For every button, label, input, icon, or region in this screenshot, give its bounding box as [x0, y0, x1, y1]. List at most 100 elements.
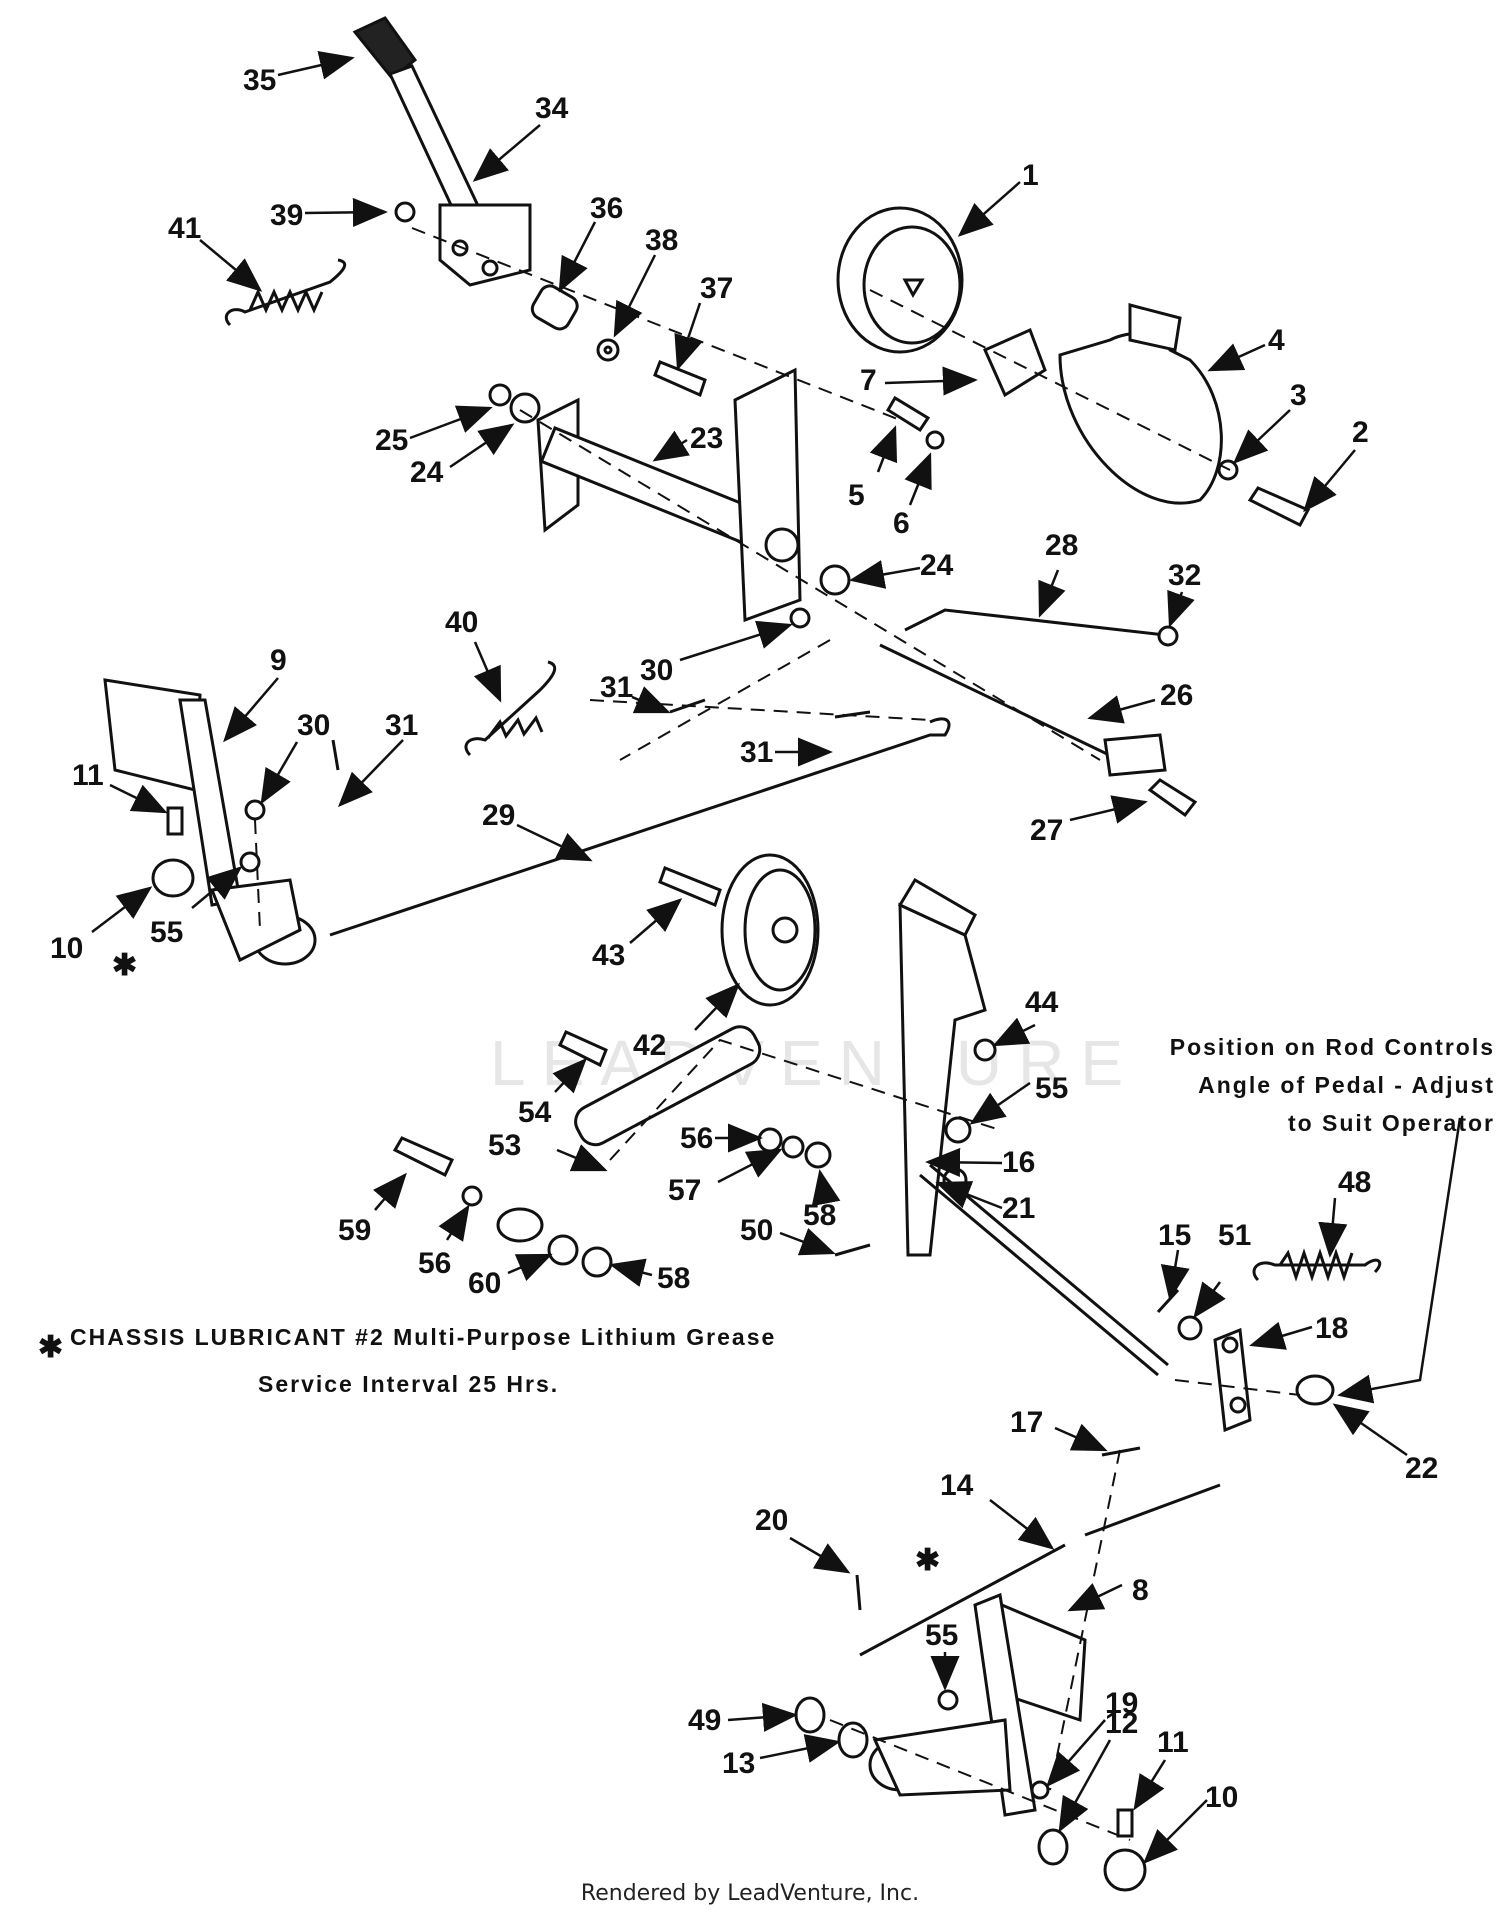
pin-17 [1101, 1446, 1141, 1457]
position-note-line3: to Suit Operator [1288, 1110, 1495, 1136]
brake-drum-1 [836, 206, 964, 354]
pin-15 [1156, 1288, 1180, 1314]
callout-1: 1 [1022, 159, 1039, 192]
shaft-26 [879, 643, 1167, 777]
bushing-12 [1037, 1828, 1069, 1866]
callout-58-right: 58 [803, 1199, 836, 1232]
callout-15: 15 [1158, 1219, 1191, 1252]
bolt-27 [1147, 778, 1198, 818]
washer-38 [596, 338, 620, 362]
callout-14: 14 [940, 1469, 974, 1502]
spring-41 [224, 258, 347, 327]
spring-48 [1252, 1248, 1382, 1282]
callout-20: 20 [755, 1504, 788, 1537]
callout-56-right: 56 [680, 1122, 713, 1155]
lubricant-note-line1: CHASSIS LUBRICANT #2 Multi-Purpose Lithi… [70, 1324, 776, 1350]
callout-9: 9 [270, 644, 287, 677]
callout-38: 38 [645, 224, 678, 257]
callout-31-left: 31 [385, 709, 418, 742]
callout-27: 27 [1030, 814, 1063, 847]
nut-39 [394, 201, 416, 223]
callout-24-lower: 24 [920, 549, 954, 582]
callout-17: 17 [1010, 1406, 1043, 1439]
bushing-60 [547, 1234, 579, 1266]
callout-56-left: 56 [418, 1247, 451, 1280]
spring-40 [464, 660, 557, 757]
callout-19: 19 [1105, 1687, 1138, 1720]
asterisk-left: ✱ [112, 949, 137, 982]
rod-29 [329, 717, 951, 937]
washer-13 [837, 1721, 869, 1759]
callout-28: 28 [1045, 529, 1078, 562]
callout-34: 34 [535, 92, 569, 125]
callout-54: 54 [518, 1096, 552, 1129]
lubricant-note-line2: Service Interval 25 Hrs. [258, 1371, 559, 1397]
callout-37: 37 [700, 272, 733, 305]
callout-11-bottom: 11 [1157, 1726, 1189, 1759]
callout-13: 13 [722, 1747, 755, 1780]
callout-2: 2 [1352, 416, 1369, 449]
callout-57: 57 [668, 1174, 701, 1207]
nut-58-left [581, 1246, 613, 1278]
callout-labels: 1 2 3 4 5 6 7 8 9 10 10 11 11 12 13 14 1… [50, 64, 1438, 1814]
callout-31-upper: 31 [600, 671, 633, 704]
setscrew-11-left [166, 806, 184, 836]
callout-7: 7 [860, 364, 877, 397]
lever-18 [1213, 1327, 1252, 1433]
brake-band-4 [1058, 303, 1223, 505]
bushing-49 [794, 1696, 826, 1734]
brake-lever-assembly [352, 16, 532, 287]
spacer-36 [530, 284, 579, 331]
washer-56-left [461, 1185, 483, 1207]
bolt-43 [658, 866, 722, 908]
callout-60: 60 [468, 1267, 501, 1300]
bushing-24-lower [819, 564, 851, 596]
callout-26: 26 [1160, 679, 1193, 712]
fitting-55-bottom [937, 1689, 959, 1711]
callout-11-left: 11 [72, 759, 104, 792]
bolt-37 [653, 360, 707, 398]
callout-6: 6 [893, 507, 910, 540]
asterisk-note: ✱ [38, 1331, 63, 1364]
callout-53: 53 [488, 1129, 521, 1162]
callout-25: 25 [375, 424, 408, 457]
callout-21: 21 [1002, 1192, 1035, 1225]
lockwasher-57 [781, 1135, 805, 1159]
callout-arrows [91, 50, 1462, 1865]
nut-32 [1157, 625, 1179, 647]
callout-41: 41 [168, 212, 201, 245]
callout-43: 43 [592, 939, 625, 972]
callout-55-middle: 55 [1035, 1072, 1068, 1105]
callout-31-middle: 31 [740, 736, 773, 769]
asterisk-bottom: ✱ [915, 1544, 940, 1577]
callout-4: 4 [1268, 324, 1285, 357]
callout-42: 42 [633, 1029, 666, 1062]
callout-23: 23 [690, 422, 723, 455]
callout-50: 50 [740, 1214, 773, 1247]
adjustment-rod-14 [859, 1483, 1221, 1657]
callout-39: 39 [270, 199, 303, 232]
callout-35: 35 [243, 64, 276, 97]
callout-3: 3 [1290, 379, 1307, 412]
rod-28 [904, 608, 1166, 637]
callout-36: 36 [590, 192, 623, 225]
callout-55-left: 55 [150, 916, 183, 949]
ferrule-22 [1295, 1374, 1335, 1406]
cotter-20 [855, 1574, 862, 1611]
callout-24-upper: 24 [410, 456, 444, 489]
callout-30-upper: 30 [640, 654, 673, 687]
pedal-9 [103, 678, 317, 966]
damper-53 [496, 1025, 762, 1243]
bushing-24-upper [509, 392, 541, 424]
bolt-2 [1247, 486, 1311, 527]
cross-shaft-23 [536, 367, 802, 623]
callout-55-bottom: 55 [925, 1619, 958, 1652]
callout-12: 12 [1105, 1707, 1138, 1740]
callout-44: 44 [1025, 986, 1059, 1019]
spacer-55-middle [944, 1116, 972, 1144]
washer-51 [1177, 1315, 1203, 1341]
callout-32: 32 [1168, 559, 1201, 592]
position-note-line1: Position on Rod Controls [1170, 1034, 1495, 1060]
bolt-59 [392, 1136, 455, 1178]
